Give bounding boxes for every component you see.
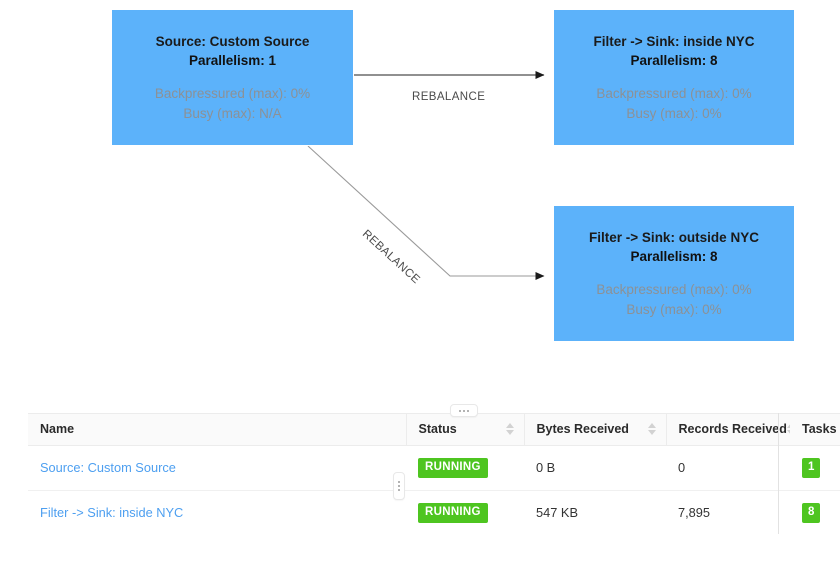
column-header-label: Bytes Received (536, 422, 629, 437)
cell-name: Source: Custom Source (28, 445, 406, 491)
handle-dot-icon (459, 409, 461, 412)
table-row[interactable]: Filter -> Sink: inside NYC RUNNING 547 K… (28, 490, 840, 534)
job-graph[interactable]: Source: Custom Source Parallelism: 1 Bac… (0, 0, 840, 400)
table-row[interactable]: Source: Custom Source RUNNING 0 B 0 1 (28, 445, 840, 491)
graph-node-source[interactable]: Source: Custom Source Parallelism: 1 Bac… (111, 9, 354, 146)
column-header-label: Tasks (802, 422, 837, 437)
vertices-table-element: Name Status (28, 414, 840, 534)
graph-node-filter-sink-outside-nyc[interactable]: Filter -> Sink: outside NYC Parallelism:… (553, 205, 795, 342)
tasks-badge: 1 (802, 457, 821, 478)
node-busy-metric: Busy (max): 0% (626, 106, 722, 121)
node-metrics: Backpressured (max): 0% Busy (max): 0% (596, 280, 751, 320)
cell-status: RUNNING (406, 445, 524, 491)
column-header-bytes-received[interactable]: Bytes Received (524, 414, 667, 446)
table-body: Source: Custom Source RUNNING 0 B 0 1 Fi… (28, 445, 840, 534)
node-backpressured-metric: Backpressured (max): 0% (154, 86, 311, 101)
node-backpressured-metric: Backpressured (max): 0% (596, 86, 752, 101)
node-parallelism: Parallelism: 1 (188, 53, 277, 68)
vertex-link[interactable]: Source: Custom Source (40, 460, 176, 475)
vertex-link[interactable]: Filter -> Sink: inside NYC (40, 505, 184, 520)
node-parallelism: Parallelism: 8 (630, 53, 718, 68)
column-header-name[interactable]: Name (28, 414, 407, 446)
sort-icon[interactable] (505, 423, 514, 436)
column-header-label: Name (40, 422, 75, 437)
vertices-table[interactable]: Name Status (28, 413, 840, 534)
handle-dot-icon (398, 485, 400, 487)
node-title: Filter -> Sink: inside NYC (593, 34, 755, 49)
node-busy-metric: Busy (max): 0% (626, 302, 722, 317)
handle-dot-icon (463, 409, 465, 412)
sort-ascending-icon (647, 423, 656, 429)
handle-dot-icon (398, 481, 400, 483)
status-badge: RUNNING (418, 502, 488, 523)
column-header-label: Records Received (678, 422, 787, 437)
frozen-column-divider (778, 413, 779, 534)
node-backpressured-metric: Backpressured (max): 0% (596, 282, 752, 297)
node-metrics: Backpressured (max): 0% Busy (max): 0% (596, 84, 751, 124)
edge-label-rebalance-top: REBALANCE (412, 91, 486, 103)
cell-name: Filter -> Sink: inside NYC (28, 490, 406, 534)
table-header-row: Name Status (28, 414, 840, 446)
status-badge: RUNNING (418, 457, 488, 478)
graph-node-filter-sink-inside-nyc[interactable]: Filter -> Sink: inside NYC Parallelism: … (553, 9, 795, 146)
node-busy-metric: Busy (max): N/A (183, 106, 282, 121)
column-resize-handle[interactable] (393, 472, 405, 500)
cell-bytes-received: 0 B (524, 445, 666, 491)
node-metrics: Backpressured (max): 0% Busy (max): N/A (155, 84, 310, 124)
tasks-badge: 8 (802, 502, 821, 523)
column-header-status[interactable]: Status (406, 414, 525, 446)
cell-records-received: 0 (666, 445, 790, 491)
node-title: Filter -> Sink: outside NYC (589, 230, 759, 245)
sort-icon[interactable] (647, 423, 656, 436)
cell-bytes-received: 547 KB (524, 490, 666, 534)
table-header: Name Status (28, 414, 840, 446)
cell-status: RUNNING (406, 490, 524, 534)
column-header-tasks[interactable]: Tasks (790, 414, 840, 446)
table-resize-handle[interactable] (450, 404, 478, 417)
node-parallelism: Parallelism: 8 (630, 249, 718, 264)
handle-dot-icon (467, 409, 469, 412)
cell-tasks: 8 (790, 490, 840, 534)
sort-descending-icon (647, 430, 656, 436)
sort-ascending-icon (505, 423, 514, 429)
column-header-label: Status (418, 422, 457, 437)
cell-tasks: 1 (790, 445, 840, 491)
graph-edges (307, 71, 545, 280)
column-header-records-received[interactable]: Records Received (666, 414, 795, 446)
sort-descending-icon (505, 430, 514, 436)
node-title: Source: Custom Source (155, 34, 310, 49)
cell-records-received: 7,895 (666, 490, 790, 534)
handle-dot-icon (398, 489, 400, 491)
